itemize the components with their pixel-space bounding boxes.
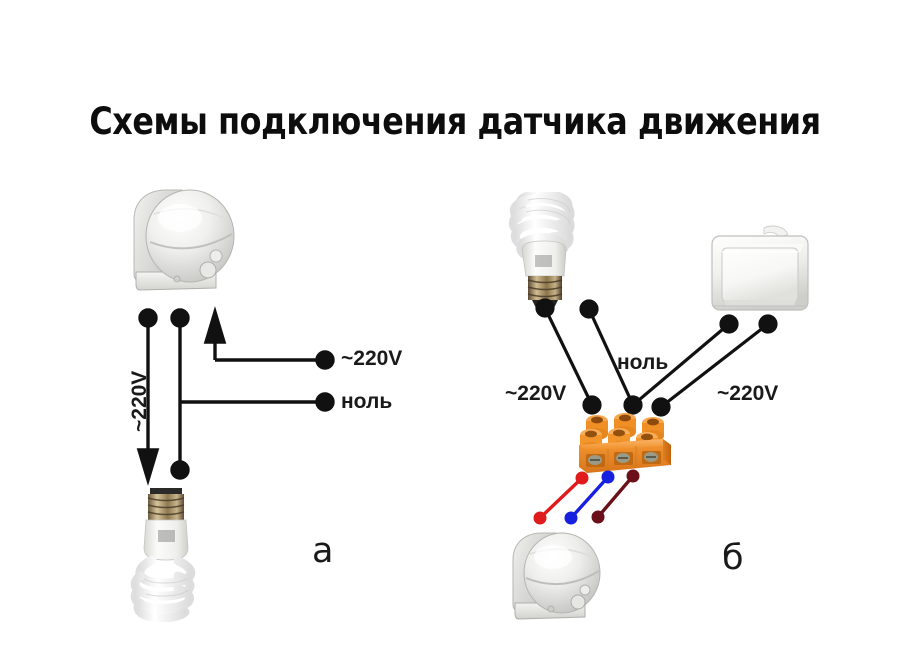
label-phase-vertical-a: ~220V [128,370,151,432]
case-label-b: б [722,538,744,578]
wall-switch-b[interactable] [702,222,818,320]
label-phase-left-b: ~220V [505,382,567,405]
motion-sensor-b [512,532,601,620]
label-neutral-center-b: ноль [617,351,669,374]
page-title: Схемы подключения датчика движения [89,100,821,143]
label-phase-right-b: ~220V [717,382,779,405]
label-neutral-right-a: ноль [341,390,393,413]
cfl-lamp-b [508,192,575,308]
label-phase-right-a: ~220V [341,347,403,370]
motion-sensor-a [133,189,235,291]
cfl-lamp-a [130,488,196,622]
case-label-a: а [312,531,334,571]
terminal-block-b [579,413,671,473]
